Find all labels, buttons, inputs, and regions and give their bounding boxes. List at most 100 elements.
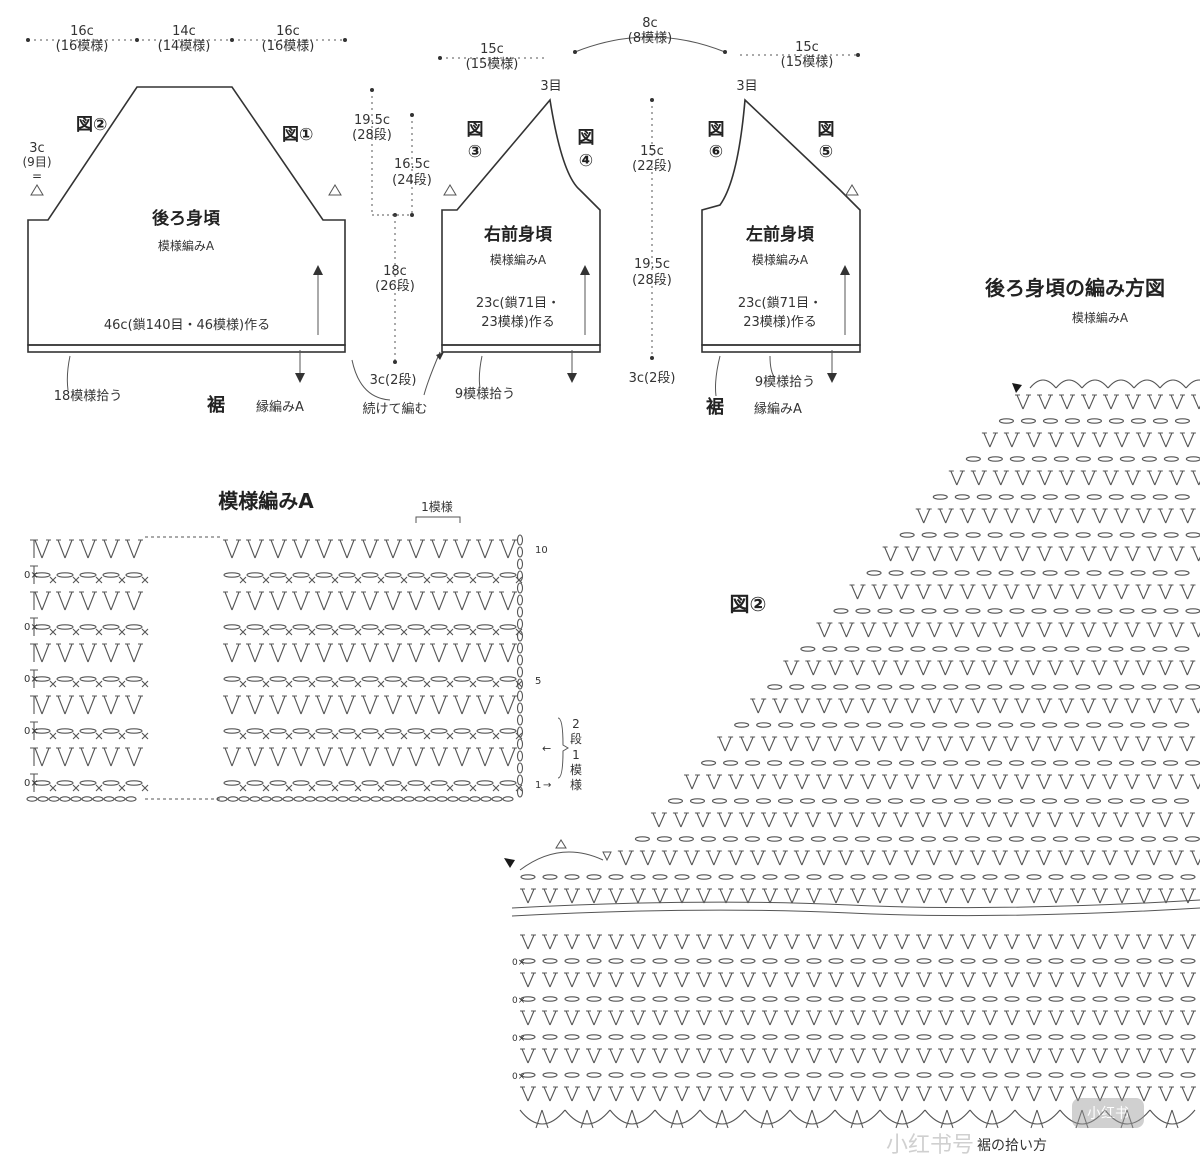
watermark: 小红书 小红书号 — [886, 1098, 1144, 1158]
front-left-shoulder-value: 15c — [795, 40, 819, 55]
rep-note-5: 様 — [570, 778, 582, 792]
rect-row-start-label: 0× — [512, 996, 525, 1006]
row-start-labels: 0× 0× 0× 0× 0× — [24, 570, 39, 789]
row-label-1-arrow: → — [543, 780, 551, 791]
right-front-pickup: 9模様拾う — [455, 387, 515, 402]
left-front-pattern: 模様編みA — [752, 252, 809, 267]
back-dim-right-sub: (16模様) — [262, 39, 315, 54]
back-piece-pattern: 模様編みA — [158, 238, 215, 253]
rect-row-start-label: 0× — [512, 958, 525, 968]
vdim-a1: 19.5c — [354, 113, 390, 128]
vertical-dims-left: 19.5c (28段) 16.5c (24段) 18c (26段) 3c(2段)… — [351, 88, 444, 417]
left-front-top: 3目 — [736, 79, 757, 94]
back-method-chart: 後ろ身頃の編み方図 模様編みA 図② 0× 0× 0× 0× 裾の拾い方 小红书 小红… — [504, 276, 1200, 1158]
back-piece: 図② 図① 3c (9目) = 後ろ身頃 模様編みA 46c(鎖140目・46模… — [23, 86, 346, 416]
back-hem-pattern: 縁編みA — [256, 399, 304, 415]
back-chain-note: 46c(鎖140目・46模様)作る — [104, 317, 270, 333]
left-front-chain-2: 23模様)作る — [743, 315, 817, 330]
right-front-chain-1: 23c(鎖71目・ — [476, 295, 560, 311]
left-front-piece: 3目 図 ⑥ 図 ⑤ 左前身頃 模様編みA 23c(鎖71目・ 23模様)作る … — [701, 79, 861, 418]
row-start-label: 0× — [24, 778, 39, 789]
watermark-text: 小红书号 — [886, 1133, 974, 1158]
front-right-shoulder-value: 15c — [480, 42, 504, 57]
row-label-10: 10 — [535, 545, 548, 556]
back-top-dimensions: 16c (16模様) 14c (14模様) 16c (16模様) — [26, 24, 347, 54]
fig2-label: 図② — [76, 115, 107, 135]
row-label-5: 5 — [535, 676, 541, 687]
fig1-label: 図① — [282, 125, 313, 145]
continue-note: 続けて編む — [362, 401, 427, 417]
back-dim-right-value: 16c — [276, 24, 300, 39]
vdim-a3: 18c — [383, 264, 407, 279]
back-dim-left-value: 16c — [70, 24, 94, 39]
vertical-dims-right: 15c (22段) 19.5c (28段) 3c(2段) — [629, 98, 676, 386]
back-pickup: 18模様拾う — [54, 389, 123, 404]
bottom-caption: 裾の拾い方 — [977, 1138, 1047, 1154]
vdim-a2s: (24段) — [392, 173, 432, 188]
triangle-marker-rf — [443, 184, 457, 196]
pattern-a-repeat: 1模様 — [421, 500, 453, 514]
rect-row-start-label: 0× — [512, 1072, 525, 1082]
front-left-shoulder-sub: (15模様) — [781, 55, 834, 70]
fig5-label-a: 図 — [818, 120, 835, 140]
fig4-label-b: ④ — [579, 151, 593, 171]
row-arrow-left: ← — [542, 742, 551, 755]
right-front-name: 右前身頃 — [484, 224, 553, 245]
pattern-a-stitches-left — [26, 539, 149, 802]
pattern-a-stitches-right — [216, 534, 524, 802]
back-hem-label: 裾 — [207, 394, 225, 416]
pattern-a-chart: 模様編みA 1模様 10 5 1 → ← 2 段 1 模 様 0×0×0×0×0… — [24, 489, 582, 802]
bottom-edge-scallops — [519, 1109, 1196, 1129]
start-marker-top — [1012, 383, 1022, 393]
vdim-a3s: (26段) — [375, 279, 415, 294]
front-top-dimensions: 15c (15模様) 8c (8模様) 15c (15模様) — [438, 16, 860, 72]
row-start-label: 0× — [24, 726, 39, 737]
vdim-a1s: (28段) — [352, 128, 392, 143]
fig6-label-b: ⑥ — [709, 142, 723, 162]
vdim-b2s: (28段) — [632, 273, 672, 288]
right-front-piece: 3目 図 ③ 図 ④ 右前身頃 模様編みA 23c(鎖71目・ 23模様)作る … — [441, 79, 601, 402]
front-right-shoulder-sub: (15模様) — [466, 57, 519, 72]
start-marker-left — [504, 858, 515, 868]
back-dim-left-sub: (16模様) — [56, 39, 109, 54]
side-eq: = — [32, 169, 42, 183]
fig5-label-b: ⑤ — [819, 142, 833, 162]
triangle-marker-lf — [845, 184, 859, 196]
vdim-a4: 3c(2段) — [370, 373, 417, 388]
back-method-title: 後ろ身頃の編み方図 — [985, 276, 1165, 300]
back-dim-mid-sub: (14模様) — [158, 39, 211, 54]
left-front-hem-label: 裾 — [706, 396, 724, 418]
right-front-pattern: 模様編みA — [490, 252, 547, 267]
vdim-b3: 3c(2段) — [629, 371, 676, 386]
fig3-label-b: ③ — [468, 142, 482, 162]
back-piece-name: 後ろ身頃 — [152, 208, 221, 229]
triangle-marker-left — [30, 184, 44, 196]
front-center-value: 8c — [642, 16, 657, 31]
back-method-pattern: 模様編みA — [1072, 310, 1129, 325]
left-front-chain-1: 23c(鎖71目・ — [738, 295, 822, 311]
fig3-label-a: 図 — [467, 120, 484, 140]
row-start-label: 0× — [24, 570, 39, 581]
row-start-label: 0× — [24, 674, 39, 685]
fig6-label-a: 図 — [708, 120, 725, 140]
rep-note-3: 1 — [572, 748, 580, 762]
side-value: 3c — [29, 141, 44, 156]
vdim-a2: 16.5c — [394, 157, 430, 172]
rect-row-start-label: 0× — [512, 1034, 525, 1044]
row-start-label: 0× — [24, 622, 39, 633]
rep-note-2: 段 — [570, 731, 582, 746]
left-front-name: 左前身頃 — [746, 224, 815, 245]
vdim-b1s: (22段) — [632, 159, 672, 174]
vdim-b1: 15c — [640, 144, 664, 159]
side-sub: (9目) — [23, 155, 52, 169]
watermark-logo: 小红书 — [1087, 1106, 1129, 1122]
rect-stitch-field: 0× 0× 0× 0× — [512, 934, 1196, 1102]
right-front-top: 3目 — [540, 79, 561, 94]
fig2-large-label: 図② — [730, 592, 767, 616]
row-label-1: 1 — [535, 780, 541, 791]
right-front-chain-2: 23模様)作る — [481, 315, 555, 330]
fig4-label-a: 図 — [578, 128, 595, 148]
triangle-stitch-field — [520, 379, 1200, 904]
vdim-b2: 19.5c — [634, 257, 670, 272]
